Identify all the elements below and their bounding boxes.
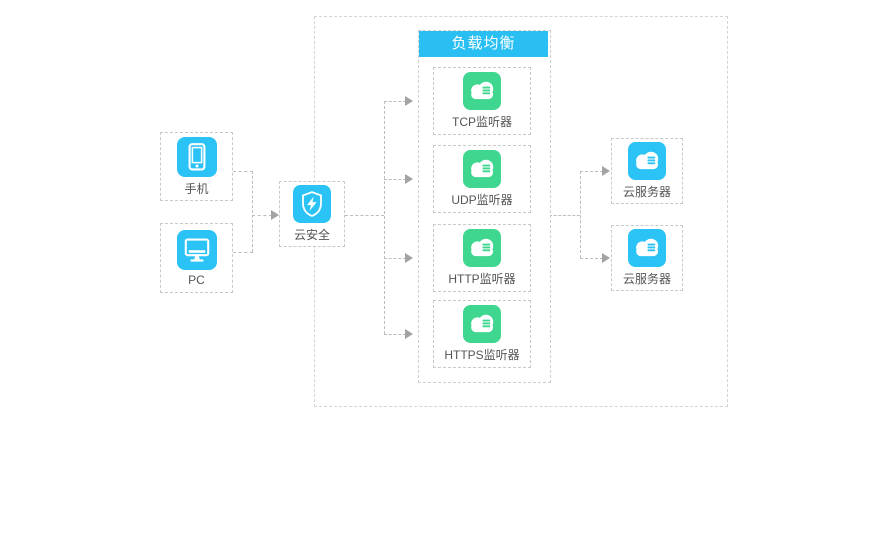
pc-label: PC [188,272,205,287]
connector-to-udp [384,179,406,180]
arrowhead-icon [405,174,413,184]
mobile-phone-icon [177,137,217,177]
cloud-stack-icon [463,305,501,343]
connector-listener-trunk [384,101,385,334]
desktop-monitor-icon [177,230,217,270]
cloud-server-label: 云服务器 [622,185,671,199]
cloud-stack-icon [628,229,666,267]
cloud-stack-icon [463,150,501,188]
connector-to-server-1 [580,171,603,172]
listener-node-tcp: TCP监听器 [433,67,531,135]
phone-node: 手机 [160,132,233,201]
cloud-stack-icon [463,229,501,267]
connector-server-junction [580,171,581,258]
pc-node: PC [160,223,233,293]
arrowhead-icon [271,210,279,220]
connector-to-server-2 [580,258,603,259]
connector-to-http [384,258,406,259]
arrowhead-icon [405,96,413,106]
listener-label: HTTP监听器 [448,272,516,286]
cloud-server-label: 云服务器 [622,272,671,286]
connector-to-security [252,215,272,216]
connector-to-https [384,334,406,335]
listener-label: HTTPS监听器 [444,348,520,362]
cloud-server-node-2: 云服务器 [611,225,683,291]
listener-node-udp: UDP监听器 [433,145,531,213]
connector-security-out [345,215,384,216]
connector-to-tcp [384,101,406,102]
load-balancer-header: 负载均衡 [419,31,548,57]
connector-pc [233,252,253,253]
arrowhead-icon [405,329,413,339]
listener-node-http: HTTP监听器 [433,224,531,292]
listener-node-https: HTTPS监听器 [433,300,531,368]
cloud-stack-icon [628,142,666,180]
arrowhead-icon [405,253,413,263]
arrowhead-icon [602,166,610,176]
connector-device-junction [252,171,253,252]
connector-lb-out [549,215,580,216]
arrowhead-icon [602,253,610,263]
cloud-server-node-1: 云服务器 [611,138,683,204]
listener-label: TCP监听器 [451,115,512,129]
shield-lightning-icon [293,185,331,223]
connector-phone [233,171,253,172]
phone-label: 手机 [184,181,209,196]
listener-label: UDP监听器 [451,193,513,207]
cloud-security-node: 云安全 [279,181,345,247]
cloud-stack-icon [463,72,501,110]
cloud-security-label: 云安全 [293,228,330,242]
